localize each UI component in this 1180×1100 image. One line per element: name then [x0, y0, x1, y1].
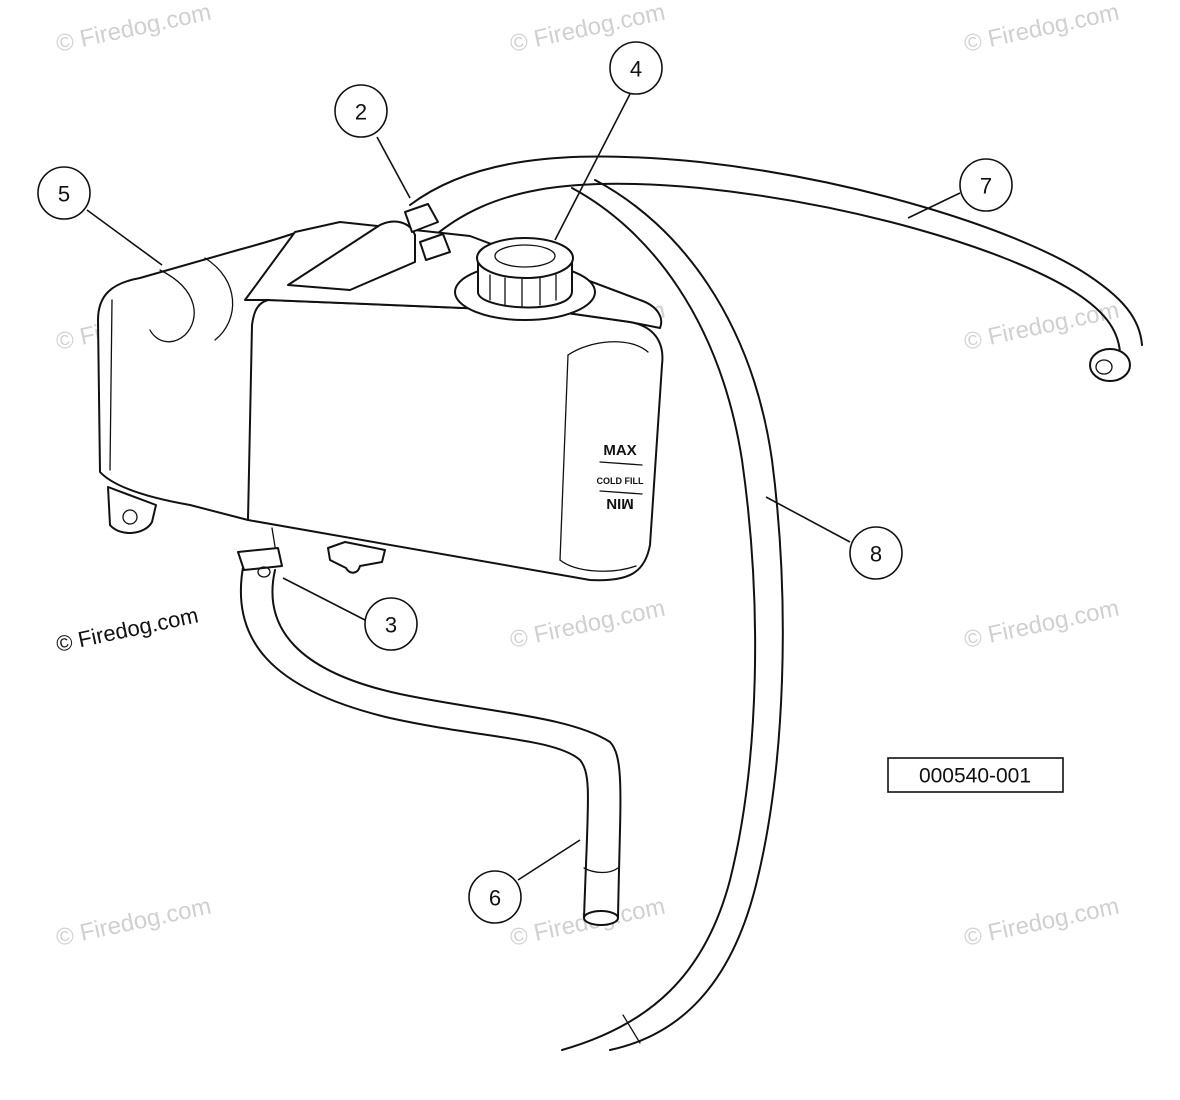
hose-6	[239, 561, 622, 926]
hose-clamp-2	[404, 203, 451, 261]
callout-5: 5	[37, 166, 163, 266]
callout-2-number: 2	[355, 100, 367, 125]
watermark: © Firedog.com	[54, 0, 214, 58]
callout-3-number: 3	[385, 613, 397, 638]
level-cold-fill: COLD FILL	[597, 476, 644, 486]
level-min: MIN	[606, 495, 634, 512]
tank-main-body	[247, 299, 664, 582]
callout-7: 7	[907, 158, 1013, 219]
level-max: MAX	[603, 442, 636, 459]
copyright-notice: © Firedog.com	[54, 602, 201, 657]
callout-7-number: 7	[980, 174, 992, 199]
callout-6: 6	[468, 839, 581, 924]
callout-2: 2	[334, 84, 411, 199]
part-number: 000540-001	[887, 757, 1064, 793]
hose-7	[409, 155, 1143, 382]
callout-4: 4	[554, 41, 663, 241]
callout-5-number: 5	[58, 182, 70, 207]
watermark: © Firedog.com	[962, 893, 1122, 952]
callouts: 2 3 4 5 6 7 8	[37, 41, 1013, 924]
watermark: © Firedog.com	[962, 595, 1122, 654]
callout-8: 8	[765, 496, 903, 580]
hose-6-end	[583, 910, 619, 926]
mounting-clip	[327, 541, 386, 574]
hose-clamp-3	[237, 547, 283, 578]
callout-6-number: 6	[489, 886, 501, 911]
callout-8-number: 8	[870, 542, 882, 567]
watermark: © Firedog.com	[962, 0, 1122, 58]
tank-inlet-neck	[287, 220, 416, 291]
hose-8	[561, 179, 784, 1051]
callout-3: 3	[282, 577, 418, 651]
part-number-text: 000540-001	[919, 765, 1031, 788]
watermark: © Firedog.com	[508, 595, 668, 654]
coolant-tank: MAX COLD FILL MIN	[97, 220, 664, 582]
callout-4-number: 4	[630, 57, 642, 82]
radiator-cap	[454, 237, 596, 321]
watermark: © Firedog.com	[54, 893, 214, 952]
watermark: © Firedog.com	[962, 297, 1122, 356]
